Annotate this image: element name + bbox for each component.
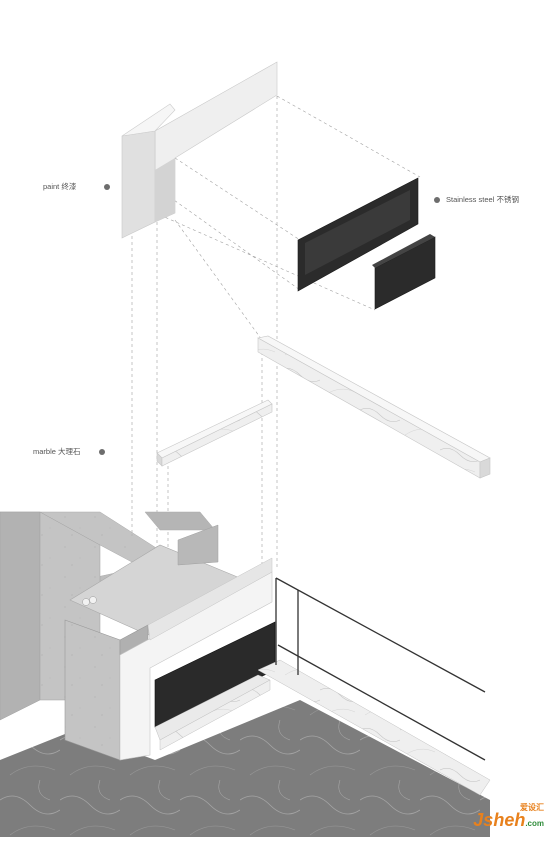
- callout-dot-icon: [104, 183, 111, 190]
- callout-dot-icon: [98, 448, 105, 455]
- watermark-brand: Jsheh: [473, 810, 526, 830]
- marble-label: marble 大理石: [33, 447, 81, 456]
- paint-element: [121, 61, 278, 239]
- watermark-cn: 爱设汇: [520, 803, 544, 812]
- marble-short-slab: [156, 399, 273, 467]
- stainless-steel-label: Stainless steel 不锈钢: [446, 195, 519, 204]
- assembled-scene: [0, 511, 491, 837]
- callout-dot-icon: [434, 196, 440, 203]
- marble-long-slab: [257, 335, 491, 479]
- callout-stainless-steel: Stainless steel 不锈钢: [434, 194, 519, 205]
- paint-label: paint 终漆: [43, 182, 77, 191]
- stainless-steel-element: [297, 177, 436, 310]
- projection-guides: [131, 95, 421, 570]
- callout-paint: paint 终漆: [43, 181, 111, 192]
- watermark-domain: .com: [525, 819, 544, 828]
- watermark-logo: Jsheh.com 爱设汇: [473, 803, 544, 831]
- callout-marble: marble 大理石: [33, 446, 105, 457]
- railing: [275, 577, 486, 761]
